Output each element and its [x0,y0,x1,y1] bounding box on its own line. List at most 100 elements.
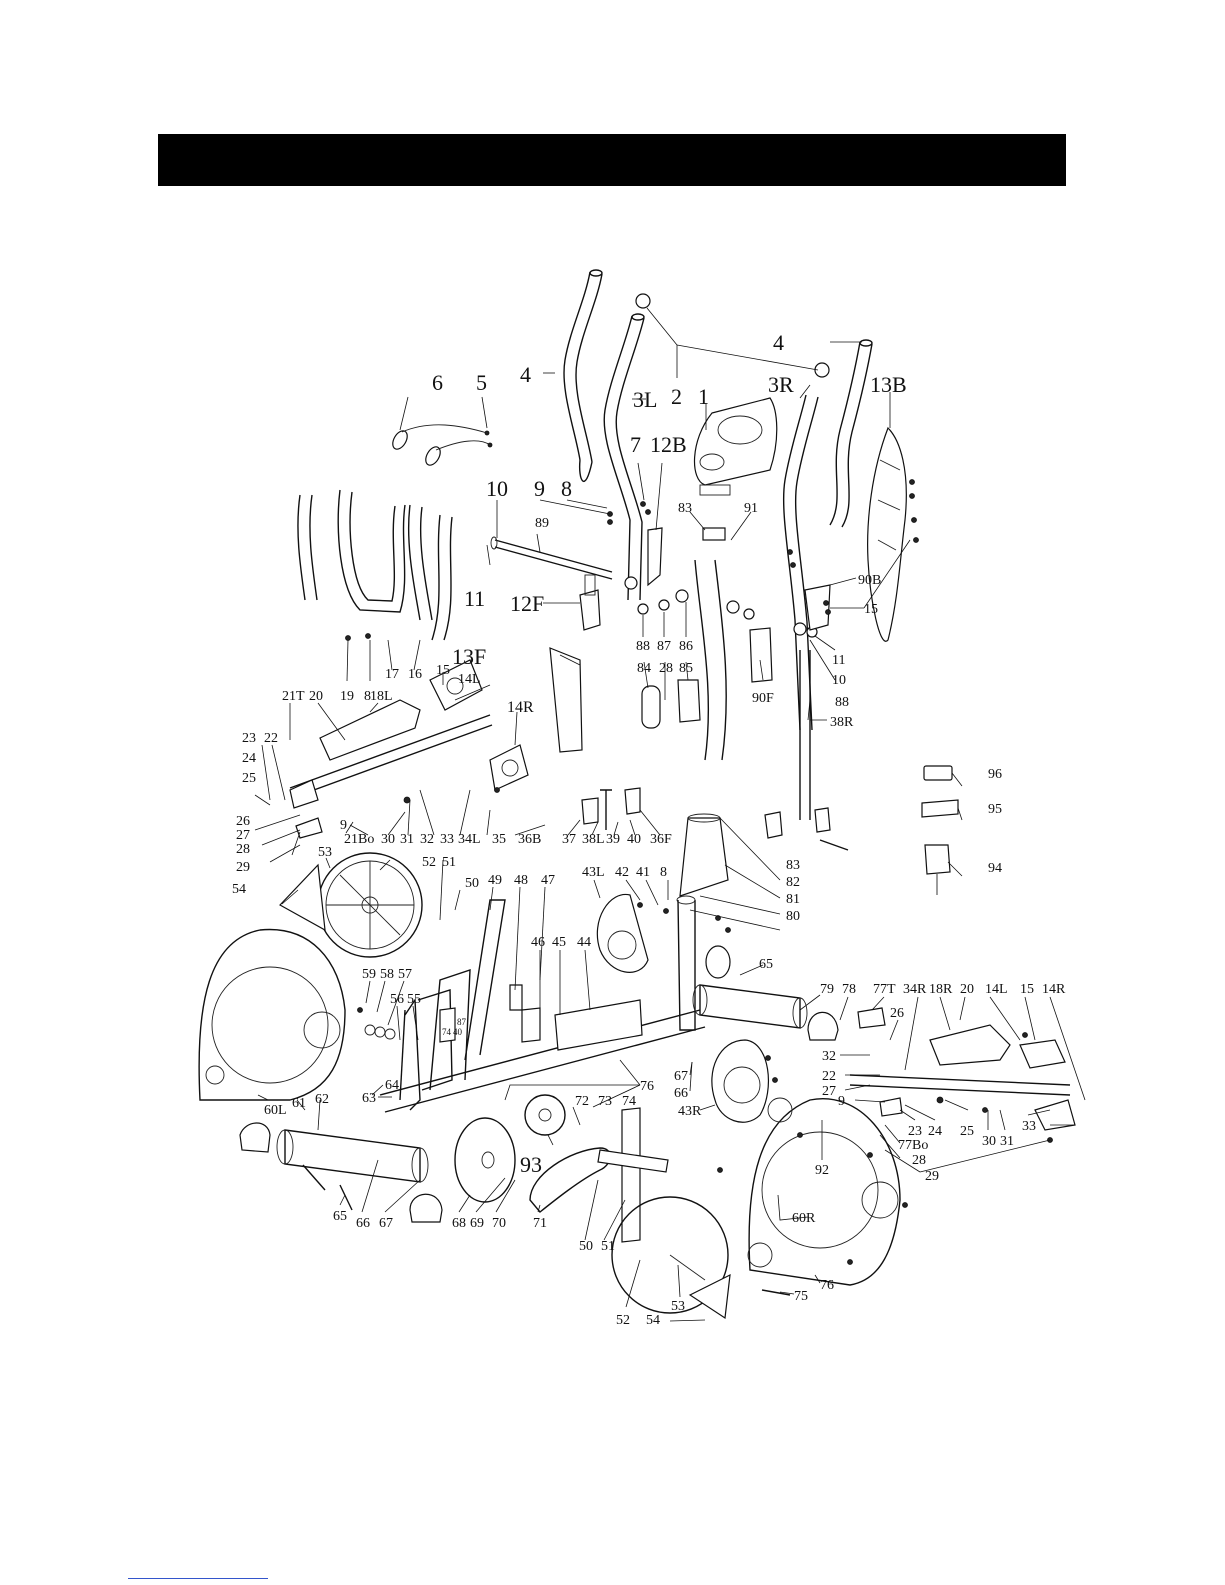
label-31b: 31 [1000,1134,1014,1149]
wheel-65 [705,945,731,979]
pedal-arm-34R [849,1074,1071,1096]
foot-cap-61 [239,1122,271,1153]
label-44: 44 [577,935,591,950]
label-28a: 28 [659,661,673,676]
cap-78 [807,1011,839,1041]
lower-handlebars [297,489,453,641]
label-66b: 66 [356,1216,370,1231]
end-cap-2 [635,293,830,378]
label-83a: 83 [678,501,692,516]
linkage-38L [581,787,641,830]
washers-57-59 [364,1024,396,1040]
label-89: 89 [535,516,549,531]
label-28b: 28 [236,842,250,857]
label-64: 64 [385,1078,399,1093]
label-55: 55 [407,992,421,1007]
label-21T: 21T [282,689,305,704]
pulley-68 [454,1117,516,1203]
label-93: 93 [520,1152,542,1177]
handlebar-3R [782,394,819,731]
housing-85 [677,679,701,723]
bracket-90F [749,627,773,683]
labels: 4 3L 2 1 3R 13B 4 6 5 7 12B 10 9 8 89 83… [232,330,1066,1328]
footer-underline [128,1578,268,1579]
label-74a: 74 [442,1027,452,1037]
axle-89 [490,536,613,580]
label-21Bo: 21Bo [344,832,374,847]
part-95 [921,799,959,818]
label-25b: 25 [960,1124,974,1139]
label-80: 80 [786,909,800,924]
label-22b: 22 [822,1069,836,1084]
label-31a: 31 [400,832,414,847]
cap-77T [857,1007,886,1029]
label-56: 56 [390,992,404,1007]
label-1: 1 [698,384,709,409]
pedal-18R [929,1024,1011,1066]
motor-84 [641,685,661,729]
hand-pulse-wires [392,424,493,466]
label-32b: 32 [822,1049,836,1064]
label-32a: 32 [420,832,434,847]
handlebar-3L [603,313,645,601]
label-48: 48 [514,873,528,888]
label-18R: 18R [929,982,953,997]
label-78: 78 [842,982,856,997]
pivot-bracket-12F [579,574,601,631]
label-43R: 43R [678,1104,702,1119]
main-frame [379,895,706,1113]
label-30a: 30 [381,832,395,847]
label-82: 82 [786,875,800,890]
label-67b: 67 [379,1216,393,1231]
label-8b: 8 [364,689,371,704]
label-14L: 14L [458,672,481,687]
label-24a: 24 [242,751,256,766]
label-50b: 50 [579,1239,593,1254]
cover-14L [429,659,483,711]
label-74b: 74 [622,1094,636,1109]
label-49: 49 [488,873,502,888]
shroud-60R [747,1097,901,1286]
bushings [624,576,818,638]
label-63: 63 [362,1091,376,1106]
part-96 [923,765,953,781]
label-15b: 15 [436,663,450,678]
label-61: 61 [292,1096,306,1111]
label-12B: 12B [650,432,687,457]
label-73: 73 [598,1094,612,1109]
cap-21Bo [295,817,323,839]
label-41: 41 [636,865,650,880]
label-33a: 33 [440,832,454,847]
label-23a: 23 [242,731,256,746]
label-54a: 54 [232,882,246,897]
label-58: 58 [380,967,394,982]
header-banner [158,134,1066,186]
handlebar-4-right [829,339,873,528]
label-69: 69 [470,1216,484,1231]
post-56-55 [404,989,453,1111]
label-84: 84 [637,661,651,676]
label-14R: 14R [507,699,534,716]
cover-43L [596,893,649,973]
label-8c: 8 [660,865,667,880]
stabilizer-62 [276,1129,429,1183]
label-13B: 13B [870,372,907,397]
label-14Rb: 14R [1042,982,1066,997]
label-53a: 53 [318,845,332,860]
cover-52-bottom [611,1196,729,1314]
label-34L: 34L [458,832,481,847]
stabilizer-79 [692,984,808,1029]
linkage-38R [764,650,849,851]
label-2: 2 [671,384,682,409]
pedal-arm-34L [289,714,493,799]
label-14Lb: 14L [985,982,1008,997]
label-27b: 27 [822,1084,836,1099]
label-36B: 36B [518,832,541,847]
label-29a: 29 [236,860,250,875]
foot-cap-67 [409,1193,443,1223]
label-33b: 33 [1022,1119,1036,1134]
label-3R: 3R [768,372,794,397]
label-22a: 22 [264,731,278,746]
label-77Bo: 77Bo [898,1138,928,1153]
label-11a: 11 [464,586,485,611]
